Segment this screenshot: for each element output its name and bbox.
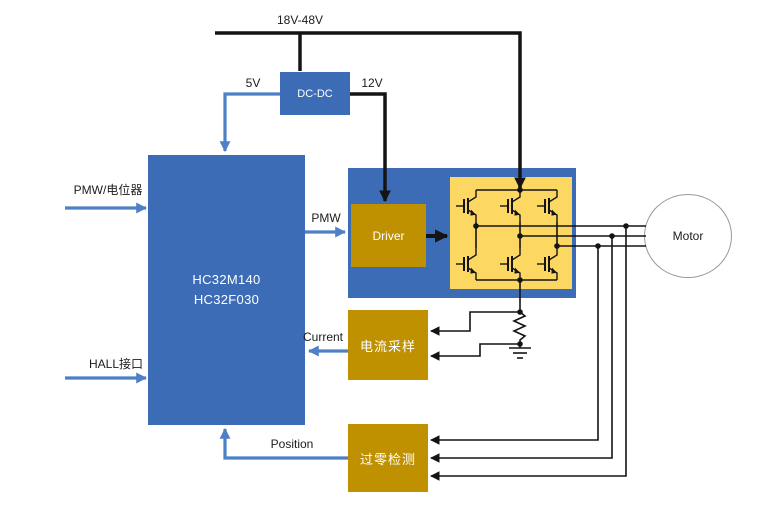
current-tap-high — [430, 311, 520, 336]
igbt-bridge-block — [450, 177, 572, 289]
zero-cross-label: 过零检测 — [359, 451, 416, 467]
12v-label: 12V — [361, 76, 383, 90]
position-signal-label: Position — [270, 437, 314, 451]
pwm-pot-input-label: PMW/电位器 — [73, 183, 143, 197]
mcu-label-line2: HC32F030 — [193, 292, 260, 307]
mcu-label: HC32M140 HC32F030 — [192, 270, 260, 310]
motor-label: Motor — [672, 229, 704, 243]
current-tap-low — [430, 343, 520, 361]
mcu-block: HC32M140 HC32F030 — [148, 155, 305, 425]
hall-input-label: HALL接口 — [88, 357, 144, 371]
dcdc-label: DC-DC — [297, 87, 333, 100]
pwm-signal-label: PMW — [311, 211, 341, 225]
driver-block: Driver — [351, 204, 426, 267]
bus-voltage-label: 18V-48V — [276, 13, 324, 27]
driver-label: Driver — [372, 228, 405, 243]
current-sense-block: 电流采样 — [348, 310, 428, 380]
dcdc-block: DC-DC — [280, 72, 350, 115]
current-sense-label: 电流采样 — [359, 338, 416, 354]
shunt-resistor-icon — [512, 311, 527, 348]
current-signal-label: Current — [302, 330, 343, 344]
5v-label: 5V — [245, 76, 261, 90]
zero-cross-block: 过零检测 — [348, 424, 428, 492]
5v-wire — [219, 92, 280, 153]
mcu-label-line1: HC32M140 — [192, 271, 261, 287]
ground-icon — [509, 347, 531, 359]
motor-node: Motor — [644, 194, 732, 278]
